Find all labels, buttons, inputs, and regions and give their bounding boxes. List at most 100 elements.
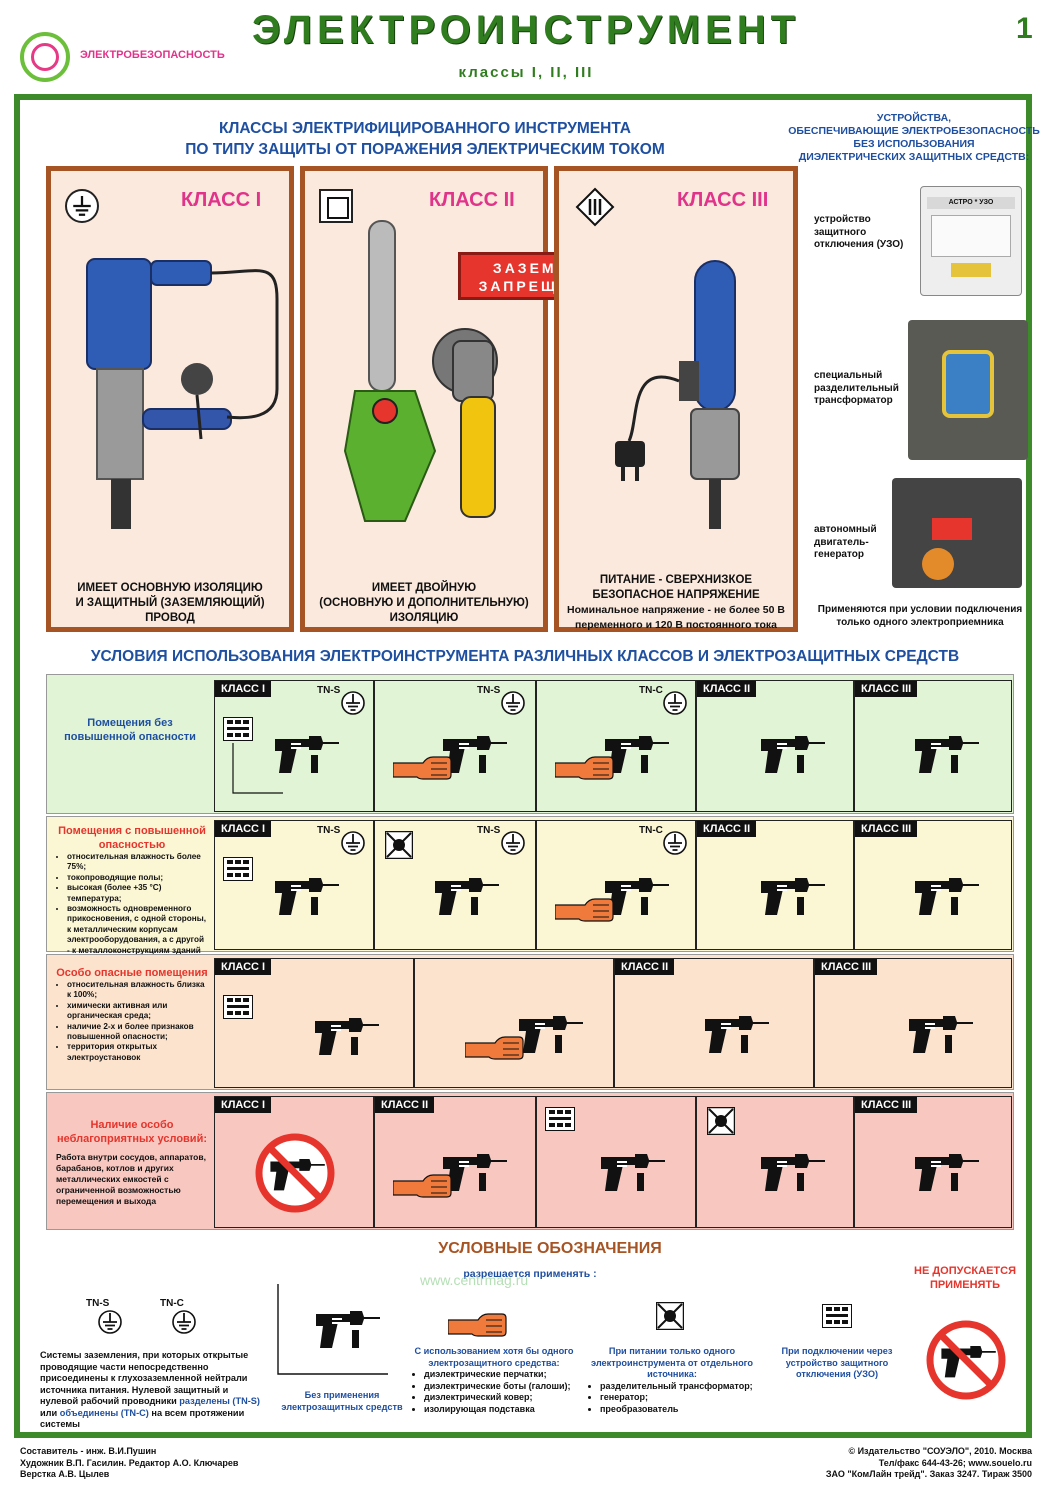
drill-icon [761, 878, 825, 915]
logo-ring [31, 43, 59, 71]
drill-icon [915, 1154, 979, 1191]
ground-symbol-icon [65, 189, 99, 223]
page-subtitle: классы I, II, III [458, 64, 594, 81]
drill-icon [915, 878, 979, 915]
class-3-panel: КЛАСС III ПИТАНИЕ - СВЕРХНИЗКОЕ БЕЗОПАСН… [554, 166, 798, 632]
row2-class1-tns-cell: КЛАСС I TN-S [214, 820, 374, 950]
row1-class2-cell: КЛАСС II [696, 680, 854, 812]
transformer-icon [385, 831, 413, 859]
class-tag: КЛАСС I [215, 959, 272, 975]
row-4-text: Работа внутри сосудов, аппаратов, бараба… [56, 1152, 206, 1206]
row4-class3-cell: КЛАСС III [854, 1096, 1012, 1228]
row4-transformer-cell [696, 1096, 854, 1228]
drill-icon [909, 1016, 973, 1053]
ground-icon [501, 831, 525, 855]
legend-hand-icon [448, 1313, 507, 1337]
legend-forbidden-icon [926, 1320, 1006, 1400]
uzo-icon [223, 717, 253, 741]
tn-s-label: TN-S [477, 685, 501, 696]
tn-s-label: TN-S [317, 685, 341, 696]
uzo-icon [223, 857, 253, 881]
logo [20, 32, 70, 82]
row1-class1-tns-cell: КЛАСС I TN-S [214, 680, 374, 812]
legend-no-protection-icon [277, 1284, 388, 1375]
class-2-label: КЛАСС II [429, 189, 515, 211]
row4-class2-hand-cell: КЛАСС II [374, 1096, 536, 1228]
chainsaw-grinder-illustration [343, 220, 498, 522]
drill-icon [915, 736, 979, 773]
row-2-bullets: относительная влажность более 75%; токоп… [56, 852, 208, 966]
row2-tnc-hand-cell: TN-C [536, 820, 696, 950]
drill-icon [761, 1154, 825, 1191]
row1-class3-cell: КЛАСС III [854, 680, 1012, 812]
legend-allowed-label: разрешается применять : [463, 1268, 597, 1280]
row-4-band [46, 1092, 1014, 1230]
drill-class1-illustration [86, 258, 279, 529]
ground-icon [663, 831, 687, 855]
page-number: 1 [1016, 12, 1033, 45]
legend-uzo-text: При подключении через устройство защитно… [781, 1346, 893, 1379]
tn-s-label: TN-S [477, 825, 501, 836]
footer-publisher: © Издательство "СОУЭЛО", 2010. Москва Те… [825, 1446, 1032, 1479]
row-2-info: Помещения с повышенной опасностью относи… [56, 824, 208, 966]
transformer-label: специальный разделительный трансформатор [814, 370, 899, 406]
hand-icon [465, 1036, 524, 1060]
hand-icon [555, 756, 614, 780]
row1-tnc-hand-cell: TN-C [536, 680, 696, 812]
devices-title: УСТРОЙСТВА, ОБЕСПЕЧИВАЮЩИЕ ЭЛЕКТРОБЕЗОПА… [788, 112, 1040, 163]
legend-single-source: При питании только одного электроинструм… [590, 1346, 754, 1415]
legend-title: УСЛОВНЫЕ ОБОЗНАЧЕНИЯ [438, 1240, 662, 1257]
class-tag: КЛАСС II [697, 681, 757, 697]
ground-icon [663, 691, 687, 715]
class-tag: КЛАСС I [215, 821, 272, 837]
class-tag: КЛАСС I [215, 1097, 272, 1113]
row-1-title: Помещения без повышенной опасности [64, 717, 196, 743]
ground-icon [341, 691, 365, 715]
drill-icon [601, 1154, 665, 1191]
footer-credits: Составитель - инж. В.И.Пушин Художник В.… [20, 1446, 239, 1479]
legend-transformer-icon [656, 1302, 684, 1330]
row2-tns-transformer-cell: TN-S [374, 820, 536, 950]
legend-uzo-icon [822, 1304, 852, 1328]
row4-class1-cell: КЛАСС I [214, 1096, 374, 1228]
row-2-band [46, 816, 1014, 952]
ground-icon [501, 691, 525, 715]
forbidden-icon [255, 1133, 335, 1213]
row3-class1-cell: КЛАСС I [214, 958, 414, 1088]
double-insulation-icon [319, 189, 353, 223]
class-tag: КЛАСС III [815, 959, 878, 975]
row1-tns-hand-cell: TN-S [374, 680, 536, 812]
row3-class2-cell: КЛАСС II [614, 958, 814, 1088]
not-allowed-title: НЕ ДОПУСКАЕТСЯ ПРИМЕНЯТЬ [914, 1265, 1016, 1291]
legend-no-protection-text: Без применения электрозащитных средств [281, 1390, 403, 1412]
class-tag: КЛАСС III [855, 681, 918, 697]
generator-image [892, 478, 1022, 588]
class-tag: КЛАСС II [375, 1097, 435, 1113]
class-tag: КЛАСС III [855, 821, 918, 837]
row-1-band [46, 674, 1014, 814]
legend-tn-c-label: TN-C [160, 1298, 184, 1309]
drill-icon [435, 878, 499, 915]
hand-icon [555, 898, 614, 922]
class-tag: КЛАСС II [697, 821, 757, 837]
row2-class3-cell: КЛАСС III [854, 820, 1012, 950]
row3-hand-cell [414, 958, 614, 1088]
drill-icon [705, 1016, 769, 1053]
hand-icon [393, 1174, 452, 1198]
row3-class3-cell: КЛАСС III [814, 958, 1012, 1088]
generator-label: автономный двигатель-генератор [814, 524, 877, 560]
class-3-description: ПИТАНИЕ - СВЕРХНИЗКОЕ БЕЗОПАСНОЕ НАПРЯЖЕ… [567, 574, 785, 631]
drill-icon [761, 736, 825, 773]
page-title: ЭЛЕКТРОИНСТРУМЕНТ [251, 8, 801, 52]
devices-note: Применяются при условии подключения толь… [817, 604, 1023, 628]
legend-ground-icon [172, 1310, 196, 1334]
tn-c-label: TN-C [639, 825, 663, 836]
row2-class2-cell: КЛАСС II [696, 820, 854, 950]
cord-line [232, 743, 283, 794]
uzo-icon [223, 995, 253, 1019]
class-3-label: КЛАСС III [677, 189, 769, 211]
class-3-diamond-icon [575, 187, 615, 232]
legend-ground-icon [98, 1310, 122, 1334]
row-3-bullets: относительная влажность близка к 100%; х… [56, 980, 208, 1063]
transformer-image [908, 320, 1028, 460]
